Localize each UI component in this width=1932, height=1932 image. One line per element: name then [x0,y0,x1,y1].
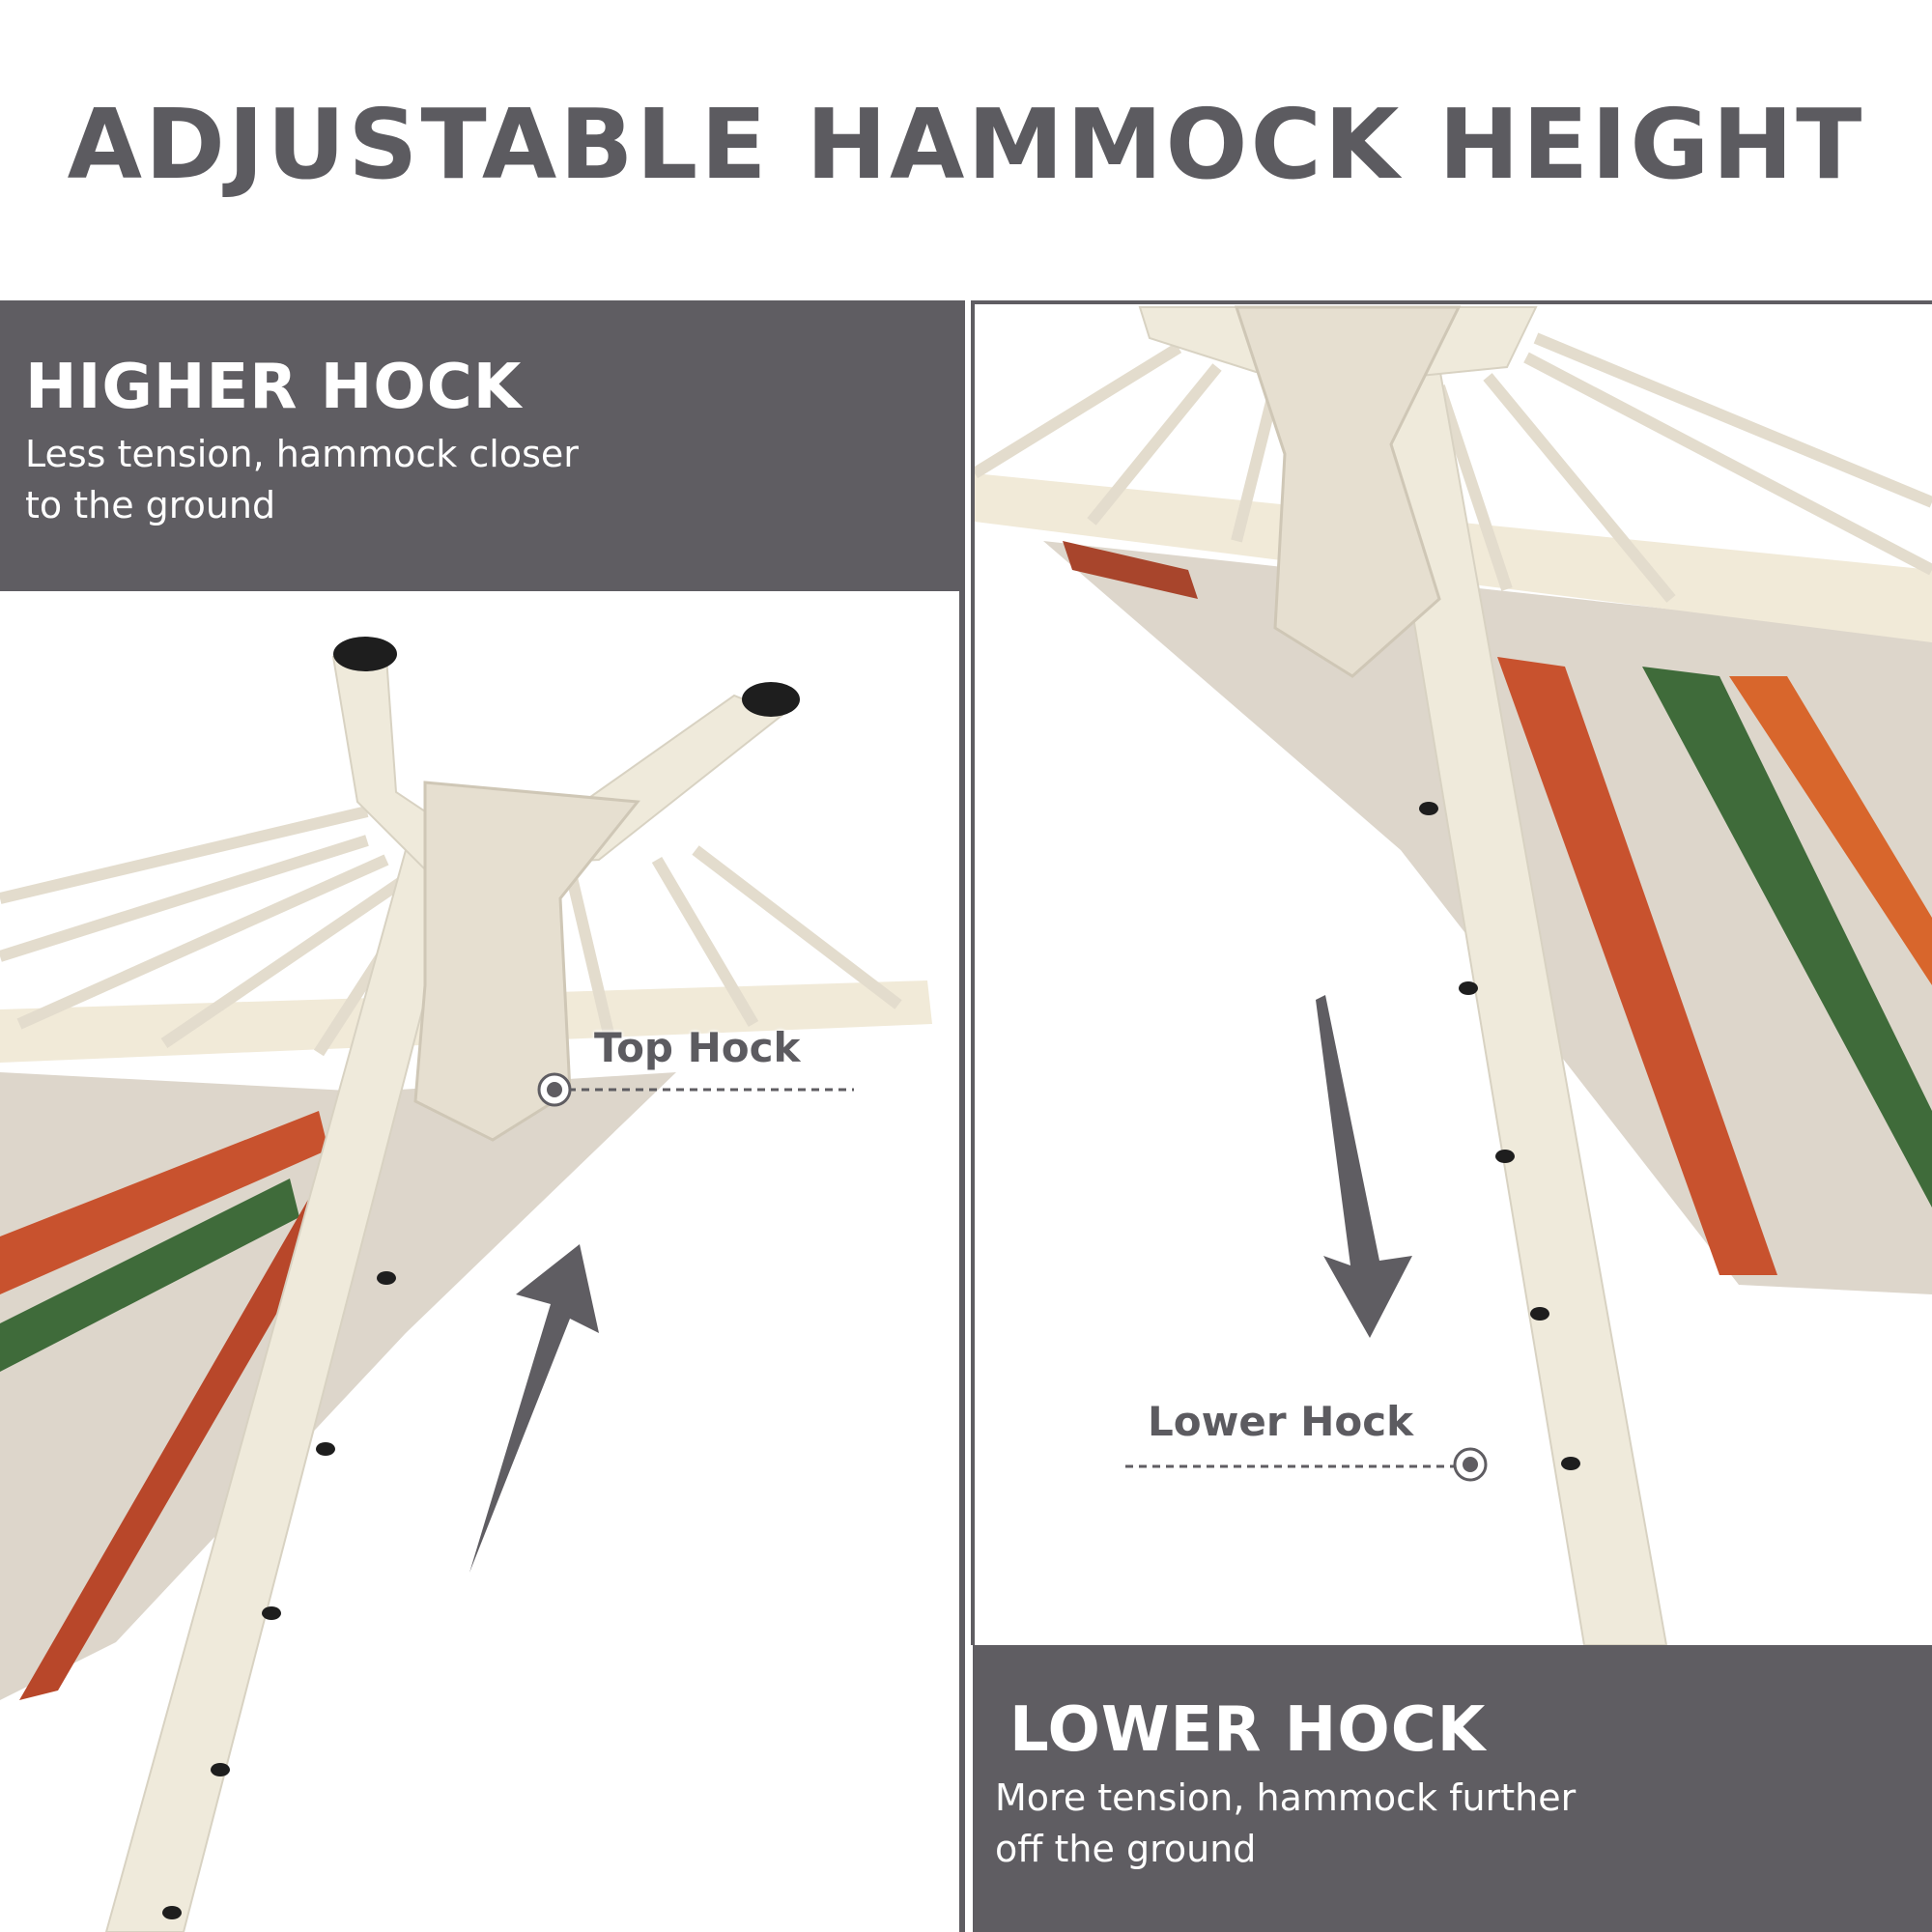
page-title: ADJUSTABLE HAMMOCK HEIGHT [67,88,1865,201]
left-pole-holes [162,1271,396,1919]
right-pole-holes [1419,802,1580,1470]
left-rope-knot [413,781,640,1142]
left-pole-cap [333,637,397,671]
right-panel-border-top [971,300,1932,304]
left-hammock-fabric [0,1072,676,1700]
up-arrow-icon [469,1244,599,1573]
lower-hock-description-1: More tension, hammock further [995,1776,1577,1819]
higher-hock-description-2: to the ground [25,484,276,526]
right-pole-cap [742,682,800,717]
lower-hock-heading: LOWER HOCK [1009,1694,1487,1766]
lower-hock-label: Lower Hock [1148,1398,1414,1445]
right-panel-border-left [971,300,975,1645]
top-hock-label: Top Hock [594,1024,801,1071]
panel-divider [959,300,965,1932]
right-ropes [971,332,1932,603]
higher-hock-heading: HIGHER HOCK [25,352,523,423]
down-arrow-icon [1316,995,1412,1338]
higher-hock-header: HIGHER HOCK Less tension, hammock closer… [0,300,961,591]
right-hammock-fabric [1043,541,1932,1294]
right-rope-knot [1234,305,1462,678]
higher-hock-description-1: Less tension, hammock closer [25,433,579,475]
lower-hock-description-2: off the ground [995,1828,1257,1870]
lower-hock-header: LOWER HOCK More tension, hammock further… [973,1645,1932,1932]
